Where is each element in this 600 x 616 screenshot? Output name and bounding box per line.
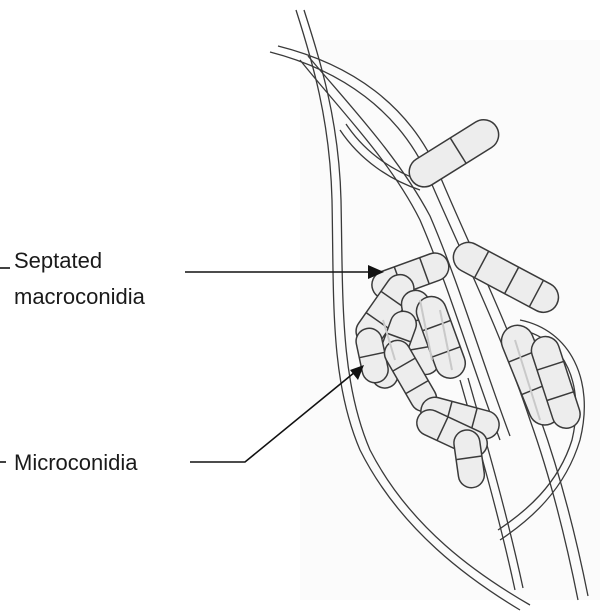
label-macroconidia: macroconidia: [14, 284, 145, 310]
label-microconidia: Microconidia: [14, 450, 138, 476]
label-septated: Septated: [14, 248, 102, 274]
